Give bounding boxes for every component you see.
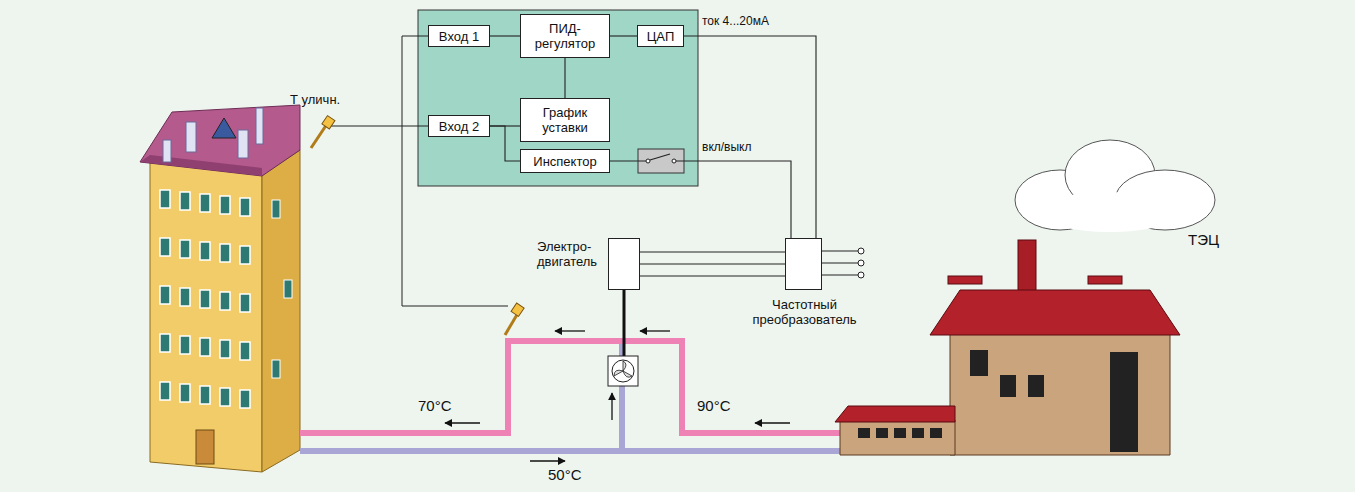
window: [220, 388, 230, 406]
signal-wire: [684, 36, 816, 238]
window: [894, 428, 906, 438]
temperature-sensor: [311, 116, 335, 148]
window: [220, 196, 230, 214]
controller-housing: [418, 10, 698, 186]
process-box: Инспектор: [520, 149, 610, 173]
power-wire: [640, 263, 785, 264]
signal-wire: [610, 161, 791, 238]
window: [876, 428, 888, 438]
window: [240, 390, 250, 408]
window: [220, 340, 230, 358]
temperature-label: 70°C: [418, 398, 452, 413]
converter-box: Частотный преобразователь: [785, 238, 822, 290]
window: [284, 280, 292, 298]
window: [858, 428, 870, 438]
process-box: ЦАП: [637, 25, 684, 47]
window: [200, 338, 210, 356]
power-terminals: [822, 248, 864, 278]
motor-box: Электро- двигатель: [608, 238, 640, 290]
window: [180, 240, 190, 258]
temperature-label: 50°C: [548, 467, 582, 482]
window: [160, 286, 170, 304]
window: [240, 294, 250, 312]
window: [240, 342, 250, 360]
window: [200, 386, 210, 404]
signal-wire: [564, 58, 565, 98]
box-label: Инспектор: [533, 154, 596, 169]
signal-wire: [610, 35, 637, 36]
window: [200, 242, 210, 260]
temperature-label: 90°C: [697, 398, 731, 413]
process-box: Вход 1: [428, 25, 490, 47]
flow-arrows: [445, 331, 790, 461]
signal-label: ток 4...20мА: [700, 14, 771, 28]
return-pipe: [300, 344, 845, 451]
temperature-sensor: [505, 303, 524, 335]
sensor-wires: [330, 36, 508, 306]
box-label: Вход 2: [439, 119, 479, 134]
window: [160, 334, 170, 352]
signal-label: вкл/выкл: [700, 140, 753, 154]
window: [180, 336, 190, 354]
power-wire: [640, 251, 785, 252]
window: [240, 246, 250, 264]
switch-symbol: [638, 149, 684, 173]
power-wire: [640, 275, 785, 276]
window: [160, 190, 170, 208]
window: [272, 360, 280, 378]
signal-wire: [490, 35, 520, 36]
window: [912, 428, 924, 438]
power-plant: [835, 140, 1215, 455]
window: [200, 194, 210, 212]
box-label: ПИД- регулятор: [525, 21, 605, 51]
building: [140, 105, 300, 472]
window: [220, 292, 230, 310]
window: [180, 384, 190, 402]
window: [180, 288, 190, 306]
window: [272, 200, 280, 218]
box-label: График уставки: [525, 105, 605, 135]
process-box: Вход 2: [428, 115, 490, 137]
process-box: График уставки: [520, 98, 610, 142]
signal-wire: [490, 126, 520, 161]
supply-pipe: [300, 341, 845, 433]
box-label: ЦАП: [647, 29, 675, 44]
window: [200, 290, 210, 308]
window: [180, 192, 190, 210]
box-label: Вход 1: [439, 29, 479, 44]
window: [220, 244, 230, 262]
plant-label: ТЭЦ: [1188, 232, 1219, 247]
sensor-label: Т уличн.: [290, 92, 340, 107]
motor-shaft: [623, 290, 626, 356]
pump-symbol: [608, 356, 638, 386]
window: [930, 428, 942, 438]
device-label: Частотный преобразователь: [746, 297, 863, 327]
window: [160, 238, 170, 256]
window: [240, 198, 250, 216]
device-label: Электро- двигатель: [537, 239, 599, 269]
window: [160, 382, 170, 400]
process-box: ПИД- регулятор: [520, 14, 610, 58]
